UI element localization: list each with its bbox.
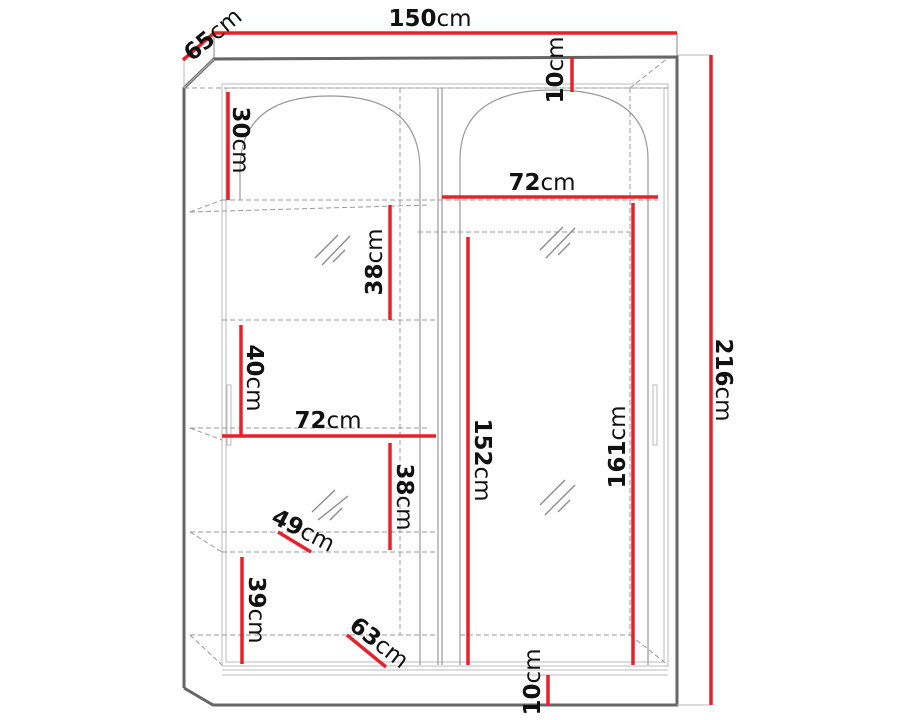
label-upper-gap-38: 38cm [362,228,388,295]
mirror-reflection-marks [311,226,576,521]
label-lower-gap-38: 38cm [391,463,417,530]
label-middle-gap-40: 40cm [241,344,267,411]
arched-mirror-doors [239,89,649,665]
label-hanging-152: 152cm [469,418,495,501]
label-plinth-10: 10cm [520,648,546,715]
label-top-panel-10: 10cm [543,36,569,103]
dimension-labels: 150cm 65cm 216cm 10cm 30cm 72cm 38cm 40c… [179,4,736,716]
label-depth-65: 65cm [179,4,247,67]
label-arch-shelf-30: 30cm [227,106,253,173]
interior-dashed-lines [184,57,669,666]
label-right-width-72: 72cm [508,170,575,196]
label-right-height-161: 161cm [605,405,631,488]
label-width-150: 150cm [388,6,471,32]
dimension-lines [181,31,713,706]
label-height-216: 216cm [710,338,736,421]
label-bottom-gap-39: 39cm [243,576,269,643]
label-shelf-width-72: 72cm [294,408,361,434]
